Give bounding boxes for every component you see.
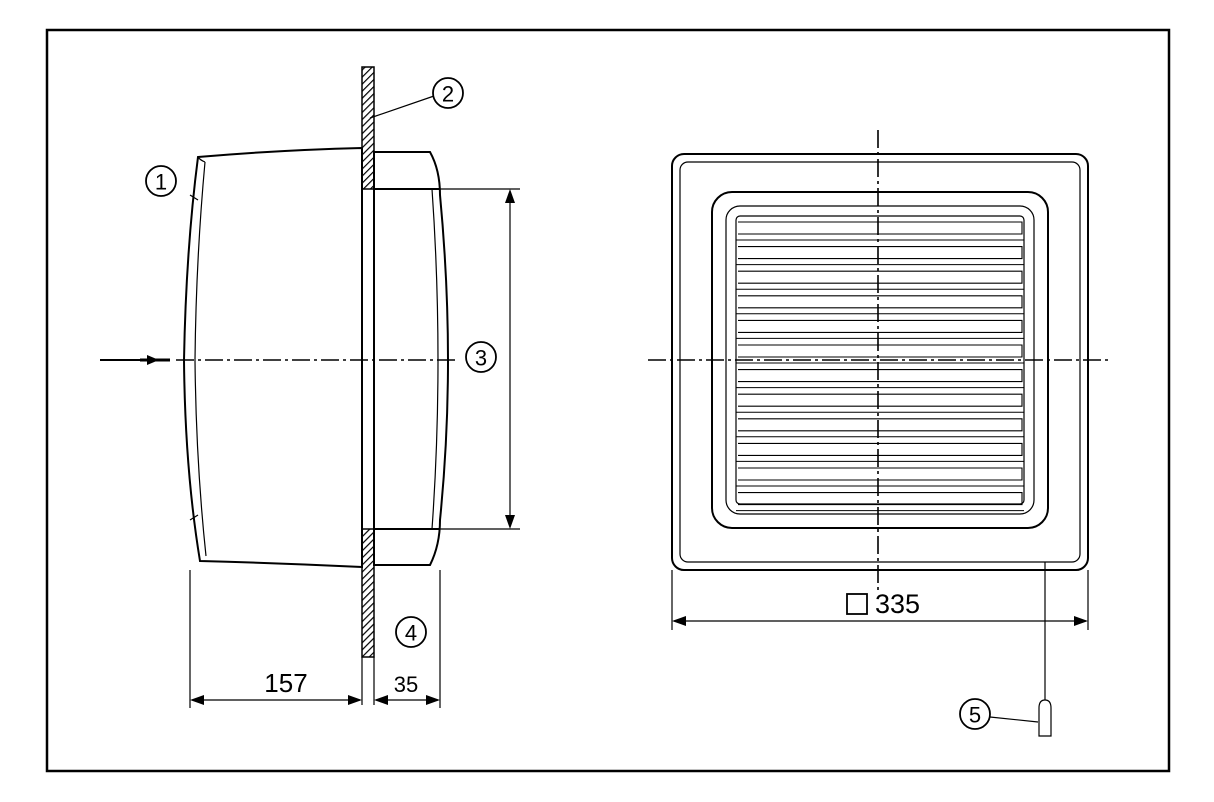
callout-2: 2: [432, 77, 464, 109]
louver-slat: [738, 492, 1023, 506]
callout-2-leader: [369, 95, 435, 119]
louver-slat: [738, 344, 1023, 358]
louver-slat: [738, 467, 1023, 481]
depth-total-label: 157: [264, 668, 307, 698]
louver-slats: [736, 221, 1024, 512]
louver-slat: [738, 369, 1023, 383]
louver-slat: [738, 270, 1023, 284]
fan-housing-rear-inner: [194, 161, 207, 557]
front-plate-inner: [679, 161, 1081, 563]
callout-1-number: 1: [155, 170, 167, 195]
callout-2-number: 2: [442, 82, 454, 107]
square-symbol-icon: [846, 593, 868, 615]
fan-housing-front-inner: [374, 188, 439, 530]
louver-slat: [738, 295, 1023, 309]
fan-housing-rear: [182, 146, 363, 569]
callout-5-number: 5: [969, 703, 981, 728]
louver-slat: [738, 442, 1023, 456]
callout-3: 3: [465, 341, 497, 373]
wall-section-upper: [361, 66, 375, 190]
square-size-label: 335: [875, 589, 920, 619]
callout-4-number: 4: [405, 621, 417, 646]
louver-slat: [738, 418, 1023, 432]
callout-3-number: 3: [475, 346, 487, 371]
callout-5: 5: [959, 698, 991, 730]
side-view: 157 35: [100, 66, 520, 708]
louver-slat: [738, 393, 1023, 407]
pull-cord-handle: [1038, 699, 1052, 737]
drawing-frame: [45, 28, 1171, 773]
fan-housing-front: [373, 151, 450, 566]
wall-section-lower: [361, 528, 375, 658]
front-view: 335: [648, 130, 1108, 737]
louver-slat: [738, 319, 1023, 333]
front-plate: [671, 153, 1089, 571]
callout-1: 1: [145, 165, 177, 197]
louver-slat: [738, 246, 1023, 260]
louver-slat: [738, 221, 1023, 235]
callout-4: 4: [395, 616, 427, 648]
depth-front-label: 35: [394, 672, 418, 697]
callout-5-leader: [989, 716, 1039, 723]
